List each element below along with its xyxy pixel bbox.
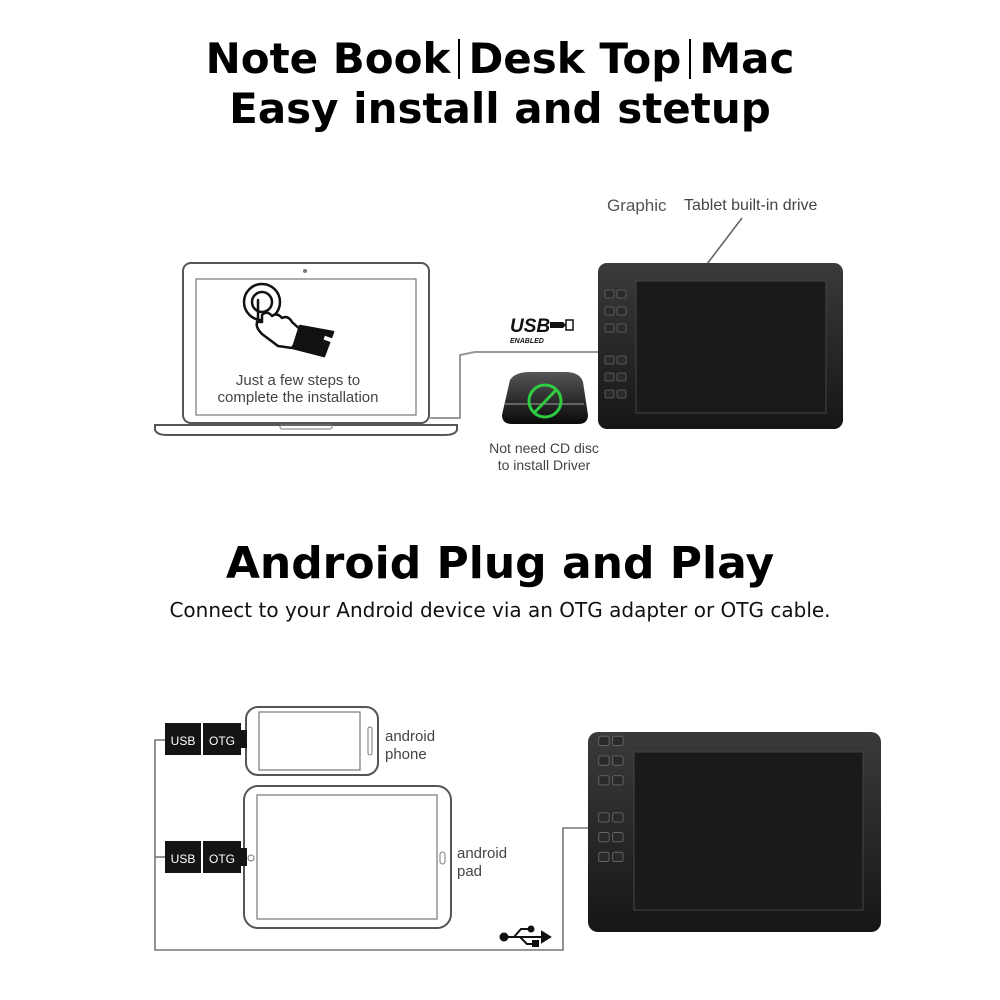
otg-adapter-pad: USB OTG [165, 841, 247, 873]
laptop-text-line2: complete the installation [218, 389, 379, 406]
usb-enabled-logo: USB ENABLED [510, 316, 574, 345]
platform-notebook: Note Book [205, 34, 451, 83]
tablet-label-b: Tablet built-in drive [684, 197, 818, 214]
label-pointer-line [706, 217, 743, 265]
title-separator [689, 39, 692, 79]
platform-mac: Mac [699, 34, 795, 83]
usb-logo-text: USB [510, 316, 550, 337]
android-title: Android Plug and Play [225, 538, 775, 589]
phone-label-line2: phone [385, 746, 427, 763]
no-cd-icon [502, 372, 588, 424]
otg-cable [154, 739, 590, 951]
android-phone [245, 706, 379, 776]
graphic-tablet-2 [588, 732, 881, 932]
platform-title: Note Book Desk Top Mac [0, 34, 1000, 83]
pad-label-line2: pad [457, 863, 482, 880]
adapter-usb-label: USB [171, 734, 196, 748]
usb-cable [430, 351, 598, 419]
adapter-otg-label: OTG [209, 734, 235, 748]
install-title: Easy install and stetup [229, 84, 771, 133]
cd-text-line1: Not need CD disc [489, 440, 599, 456]
usb-logo-subtext: ENABLED [510, 338, 544, 345]
title-separator [458, 39, 461, 79]
pad-label-line1: android [457, 845, 507, 862]
platform-desktop: Desk Top [468, 34, 682, 83]
graphic-tablet-1 [598, 263, 843, 429]
usb-symbol-icon [499, 925, 552, 947]
otg-adapter-phone: USB OTG [165, 723, 247, 755]
android-subtitle: Connect to your Android device via an OT… [169, 598, 831, 622]
phone-label-line1: android [385, 728, 435, 745]
adapter-otg-label: OTG [209, 852, 235, 866]
laptop-text-line1: Just a few steps to [236, 372, 360, 389]
android-pad [243, 785, 452, 929]
hand-tap-icon [242, 282, 335, 358]
cd-text-line2: to install Driver [498, 457, 591, 473]
tablet-label-a: Graphic [607, 196, 667, 215]
adapter-usb-label: USB [171, 852, 196, 866]
